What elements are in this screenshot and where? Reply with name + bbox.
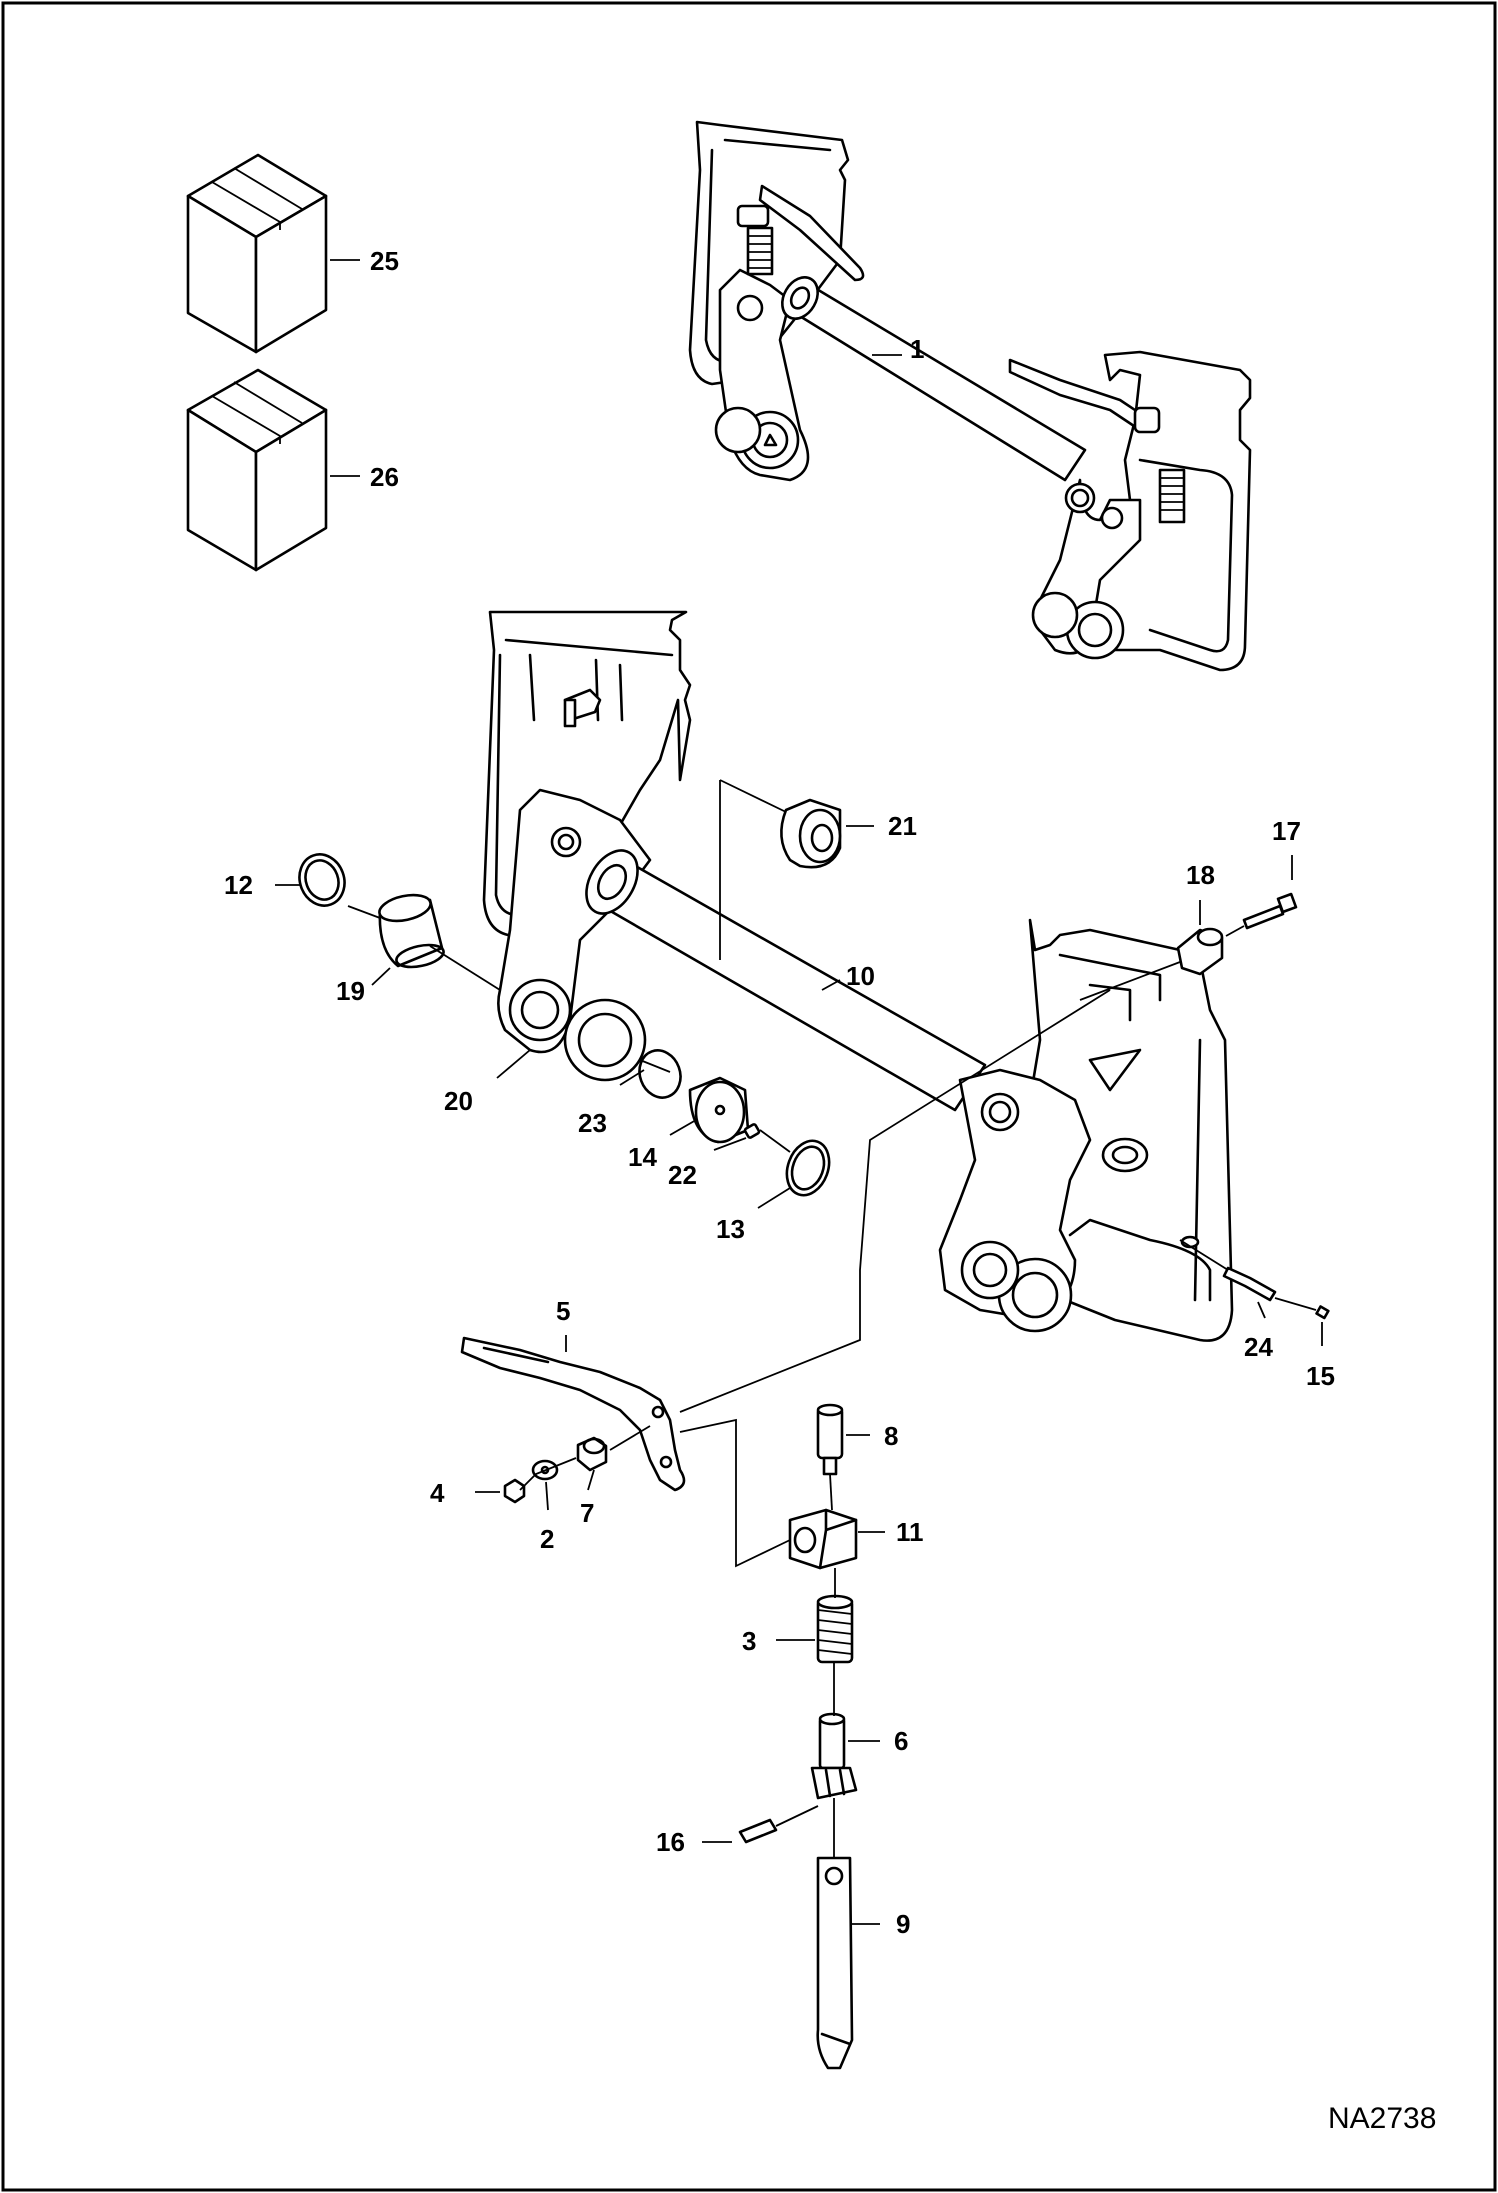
- callout-labels: 1 2 3 4 5 6 7 8 9 10 11 12 13 14 15 16 1…: [224, 246, 1335, 1939]
- callout-20: 20: [444, 1086, 473, 1116]
- part-7-bushing: [576, 1436, 608, 1472]
- callout-1: 1: [910, 334, 924, 364]
- callout-3: 3: [742, 1626, 756, 1656]
- callout-19: 19: [336, 976, 365, 1006]
- part-23-o-ring: [638, 1049, 682, 1099]
- callout-13: 13: [716, 1214, 745, 1244]
- part-18-pin-bushing: [1176, 927, 1224, 976]
- callout-6: 6: [894, 1726, 908, 1756]
- callout-10: 10: [846, 961, 875, 991]
- part-5-lever: [460, 1336, 686, 1492]
- callout-18: 18: [1186, 860, 1215, 890]
- assembly-lines: [347, 779, 1317, 1858]
- complete-mounting-assembly: [688, 120, 1252, 672]
- kit-box-26: [186, 368, 328, 572]
- part-15-set-screw: [1315, 1305, 1330, 1320]
- part-13-snap-ring: [785, 1139, 831, 1197]
- callout-12: 12: [224, 870, 253, 900]
- mounting-frame: [482, 610, 1234, 1342]
- part-19-bushing: [378, 893, 445, 969]
- callout-9: 9: [896, 1909, 910, 1939]
- callout-24: 24: [1244, 1332, 1273, 1362]
- kit-box-25: [186, 153, 328, 354]
- part-14-cap: [688, 1076, 750, 1144]
- callout-8: 8: [884, 1421, 898, 1451]
- leader-lines: [275, 259, 1323, 1925]
- callout-15: 15: [1306, 1361, 1335, 1391]
- part-16-roll-pin: [738, 1818, 778, 1844]
- callout-2: 2: [540, 1524, 554, 1554]
- part-8-pin: [816, 1403, 844, 1476]
- part-24-roll-pin: [1222, 1266, 1277, 1302]
- part-9-latch-pin: [816, 1856, 854, 2070]
- part-4-nut: [503, 1478, 526, 1504]
- callout-7: 7: [580, 1498, 594, 1528]
- part-6-plunger: [810, 1712, 858, 1800]
- callout-14: 14: [628, 1142, 657, 1172]
- callout-23: 23: [578, 1108, 607, 1138]
- part-3-spring: [816, 1594, 854, 1664]
- callout-21: 21: [888, 811, 917, 841]
- part-12-snap-ring: [298, 853, 346, 907]
- part-22-grease-fitting: [743, 1123, 761, 1139]
- callout-26: 26: [370, 462, 399, 492]
- callout-22: 22: [668, 1160, 697, 1190]
- callout-5: 5: [556, 1296, 570, 1326]
- callout-25: 25: [370, 246, 399, 276]
- callout-17: 17: [1272, 816, 1301, 846]
- callout-4: 4: [430, 1478, 445, 1508]
- callout-16: 16: [656, 1827, 685, 1857]
- drawing-code: NA2738: [1328, 2102, 1436, 2135]
- part-11-block: [788, 1508, 858, 1570]
- part-21-collar: [780, 798, 842, 869]
- callout-11: 11: [896, 1517, 924, 1547]
- part-17-bolt: [1242, 892, 1298, 930]
